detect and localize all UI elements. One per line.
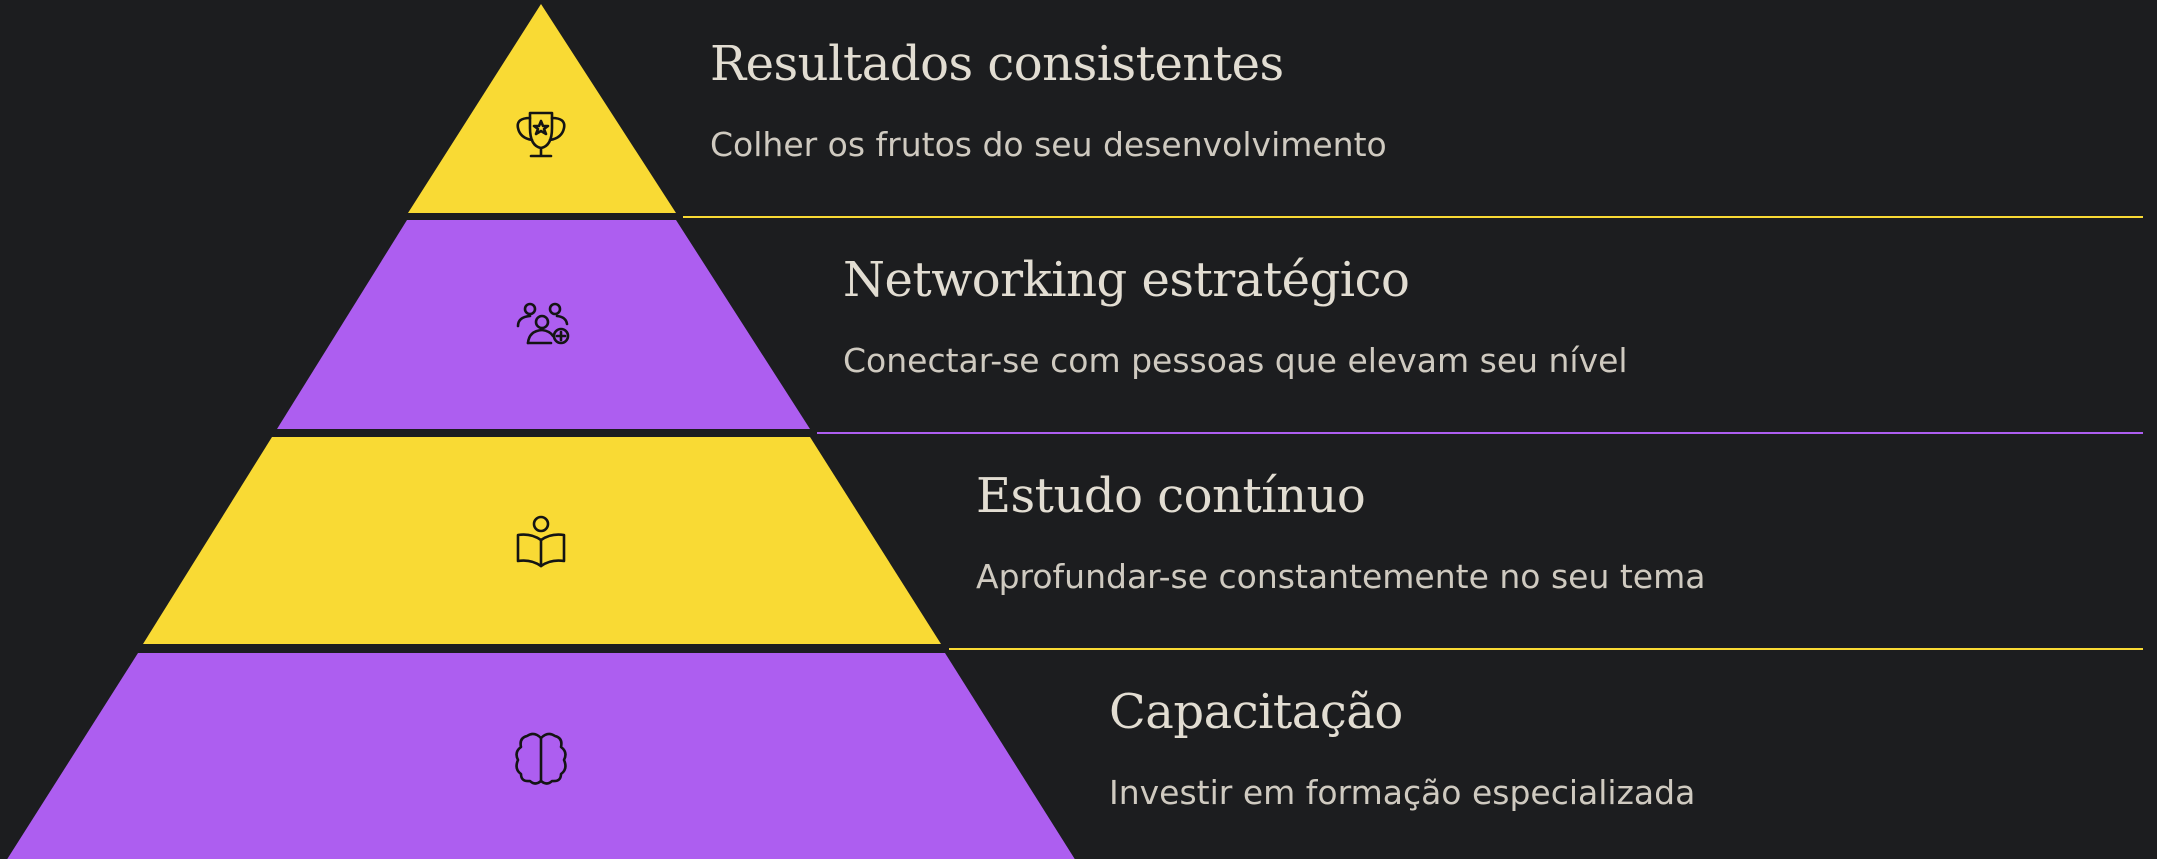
reading-person-icon [516, 515, 566, 568]
level-title-capacitacao: Capacitação [1109, 684, 1403, 740]
level-title-estudo: Estudo contínuo [976, 468, 1366, 524]
pyramid-tier-resultados [408, 4, 676, 213]
level-description-resultados: Colher os frutos do seu desenvolvimento [710, 125, 1387, 164]
level-description-capacitacao: Investir em formação especializada [1109, 773, 1696, 812]
brain-icon [515, 732, 567, 785]
trophy-icon [516, 111, 566, 158]
level-title-networking: Networking estratégico [843, 252, 1410, 308]
level-description-estudo: Aprofundar-se constantemente no seu tema [976, 557, 1706, 596]
pyramid-tier-networking [277, 220, 810, 429]
add-user-group-icon [516, 302, 570, 345]
level-title-resultados: Resultados consistentes [710, 36, 1284, 92]
level-description-networking: Conectar-se com pessoas que elevam seu n… [843, 341, 1628, 380]
